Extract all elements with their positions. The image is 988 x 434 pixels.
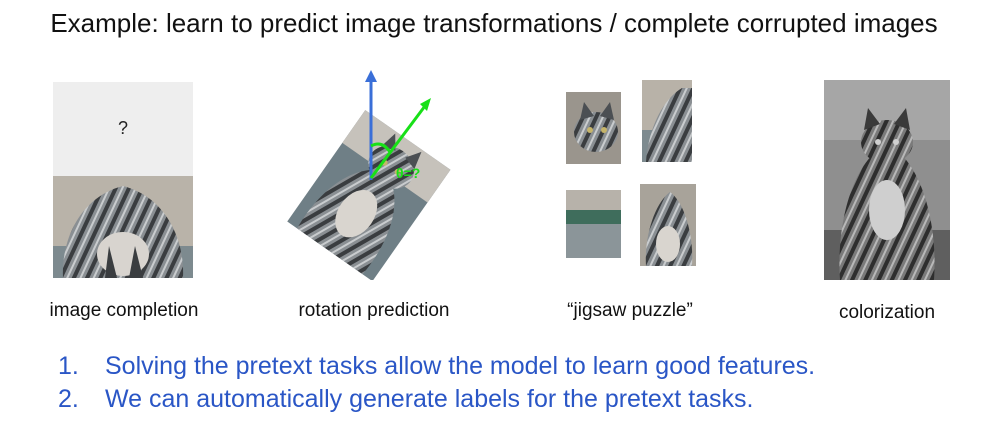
- masked-region: ?: [53, 82, 193, 176]
- colorization-figure-grayscale-cat: [824, 80, 950, 280]
- key-point-1-text: Solving the pretext tasks allow the mode…: [105, 352, 816, 380]
- jigsaw-tile-bottom-left: [566, 190, 621, 258]
- slide-title: Example: learn to predict image transfor…: [50, 8, 938, 38]
- mask-question-mark: ?: [117, 118, 128, 138]
- key-point-1-number: 1.: [58, 352, 79, 380]
- jigsaw-puzzle-figure: [560, 80, 700, 270]
- rotation-arrowhead: [420, 98, 431, 111]
- rotation-prediction-figure: θ=?: [287, 70, 451, 280]
- jigsaw-tile-top-right: [642, 80, 692, 162]
- angle-arc: [370, 142, 392, 153]
- rotation-arrow: [369, 105, 427, 179]
- key-point-2-number: 2.: [58, 385, 79, 413]
- jigsaw-tile-top-left: [566, 92, 621, 164]
- key-points-list: 1. Solving the pretext tasks allow the mo…: [58, 350, 815, 416]
- angle-label: θ=?: [396, 165, 420, 181]
- cat-photo-bottom-half: [53, 176, 193, 278]
- caption-jigsaw-puzzle: “jigsaw puzzle”: [567, 300, 693, 321]
- caption-colorization: colorization: [838, 302, 936, 323]
- caption-image-completion: image completion: [49, 300, 199, 321]
- key-point-2-text: We can automatically generate labels for…: [105, 385, 754, 413]
- vertical-axis-arrowhead: [365, 70, 377, 82]
- caption-rotation-prediction: rotation prediction: [298, 300, 450, 321]
- jigsaw-tile-bottom-right: [640, 184, 696, 266]
- image-completion-figure: ?: [53, 82, 193, 278]
- key-point-2: 2. We can automatically generate labels f…: [58, 383, 815, 416]
- key-point-1: 1. Solving the pretext tasks allow the mo…: [58, 350, 815, 383]
